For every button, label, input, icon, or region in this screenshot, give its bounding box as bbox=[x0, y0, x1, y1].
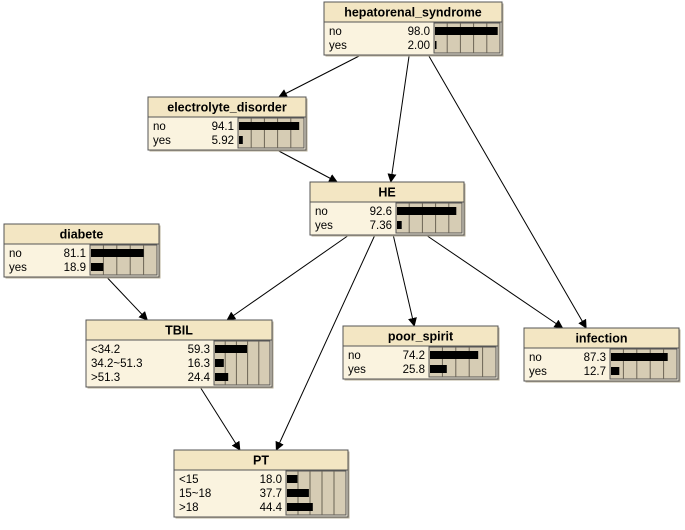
node-header bbox=[342, 325, 499, 347]
state-label: no bbox=[153, 121, 166, 133]
state-label: >51.3 bbox=[91, 372, 120, 384]
probability-bar bbox=[215, 359, 224, 367]
state-label: yes bbox=[153, 135, 171, 147]
state-label: <15 bbox=[179, 474, 199, 486]
node-infection[interactable]: infection no 87.3 yes 12.7 bbox=[523, 327, 681, 383]
state-probability: 44.4 bbox=[260, 502, 283, 514]
probability-bar bbox=[611, 367, 620, 375]
state-probability: 12.7 bbox=[584, 366, 606, 378]
state-label: no bbox=[315, 206, 328, 218]
node-header bbox=[147, 96, 307, 118]
edge-electrolyte_disorder-to-HE bbox=[276, 149, 338, 183]
node-header bbox=[523, 327, 680, 349]
node-HE[interactable]: HE no 92.6 yes 7.36 bbox=[309, 181, 466, 237]
state-probability: 74.2 bbox=[403, 350, 425, 362]
edge-diabete-to-TBIL bbox=[106, 276, 148, 321]
state-probability: 94.1 bbox=[212, 121, 234, 133]
probability-bar bbox=[397, 221, 402, 229]
state-label: yes bbox=[529, 366, 547, 378]
state-label: >18 bbox=[179, 502, 199, 514]
probability-bar bbox=[397, 207, 457, 215]
state-probability: 5.92 bbox=[212, 135, 234, 147]
probability-bar bbox=[239, 136, 243, 144]
node-title: PT bbox=[253, 454, 269, 468]
state-probability: 59.3 bbox=[188, 344, 210, 356]
state-probability: 18.9 bbox=[64, 262, 86, 274]
probability-bar bbox=[435, 41, 437, 49]
state-label: <34.2 bbox=[91, 344, 120, 356]
state-label: yes bbox=[315, 220, 333, 232]
node-TBIL[interactable]: TBIL <34.2 59.3 34.2~51.3 16.3 >51.3 24.4 bbox=[85, 319, 274, 389]
state-probability: 24.4 bbox=[188, 372, 211, 384]
probability-bar bbox=[287, 475, 298, 483]
edge-HE-to-infection bbox=[425, 234, 564, 329]
state-probability: 25.8 bbox=[403, 364, 425, 376]
state-probability: 7.36 bbox=[370, 220, 392, 232]
edge-HE-to-TBIL bbox=[226, 234, 350, 321]
state-label: yes bbox=[329, 40, 347, 52]
node-header bbox=[85, 319, 273, 341]
state-label: no bbox=[529, 352, 542, 364]
node-header bbox=[173, 449, 349, 471]
edges bbox=[106, 54, 587, 451]
node-diabete[interactable]: diabete no 81.1 yes 18.9 bbox=[3, 223, 161, 279]
node-header bbox=[3, 223, 160, 245]
state-label: yes bbox=[9, 262, 27, 274]
state-label: no bbox=[9, 248, 22, 260]
probability-bar bbox=[91, 263, 104, 271]
node-header bbox=[323, 1, 503, 23]
probability-bar bbox=[215, 345, 247, 353]
node-title: TBIL bbox=[165, 324, 193, 338]
state-label: yes bbox=[348, 364, 366, 376]
state-probability: 98.0 bbox=[408, 26, 430, 38]
state-label: 15~18 bbox=[179, 488, 211, 500]
probability-bar bbox=[91, 249, 144, 257]
probability-bar bbox=[435, 27, 498, 35]
state-label: no bbox=[329, 26, 342, 38]
state-probability: 18.0 bbox=[260, 474, 282, 486]
node-title: diabete bbox=[60, 228, 104, 242]
state-probability: 2.00 bbox=[408, 40, 430, 52]
state-label: no bbox=[348, 350, 361, 362]
probability-bar bbox=[611, 353, 668, 361]
probability-bar bbox=[287, 503, 313, 511]
node-title: poor_spirit bbox=[388, 330, 454, 344]
edge-hepatorenal_syndrome-to-electrolyte_disorder bbox=[278, 54, 362, 98]
probability-bar bbox=[430, 351, 479, 359]
edge-HE-to-PT bbox=[275, 234, 376, 451]
edge-hepatorenal_syndrome-to-HE bbox=[387, 54, 410, 183]
probability-bar bbox=[239, 122, 300, 130]
node-header bbox=[309, 181, 465, 203]
state-probability: 87.3 bbox=[584, 352, 606, 364]
node-title: hepatorenal_syndrome bbox=[344, 6, 482, 20]
edge-hepatorenal_syndrome-to-infection bbox=[427, 54, 587, 329]
state-label: 34.2~51.3 bbox=[91, 358, 142, 370]
probability-bar bbox=[215, 373, 229, 381]
state-probability: 81.1 bbox=[64, 248, 86, 260]
edge-TBIL-to-PT bbox=[199, 386, 241, 451]
node-title: HE bbox=[378, 186, 395, 200]
probability-bar bbox=[287, 489, 309, 497]
state-probability: 92.6 bbox=[370, 206, 392, 218]
edge-HE-to-poor_spirit bbox=[392, 234, 417, 327]
probability-bar bbox=[430, 365, 447, 373]
state-probability: 16.3 bbox=[188, 358, 210, 370]
node-PT[interactable]: PT <15 18.0 15~18 37.7 >18 44.4 bbox=[173, 449, 350, 519]
node-title: infection bbox=[575, 332, 627, 346]
state-probability: 37.7 bbox=[260, 488, 282, 500]
node-title: electrolyte_disorder bbox=[167, 101, 287, 115]
